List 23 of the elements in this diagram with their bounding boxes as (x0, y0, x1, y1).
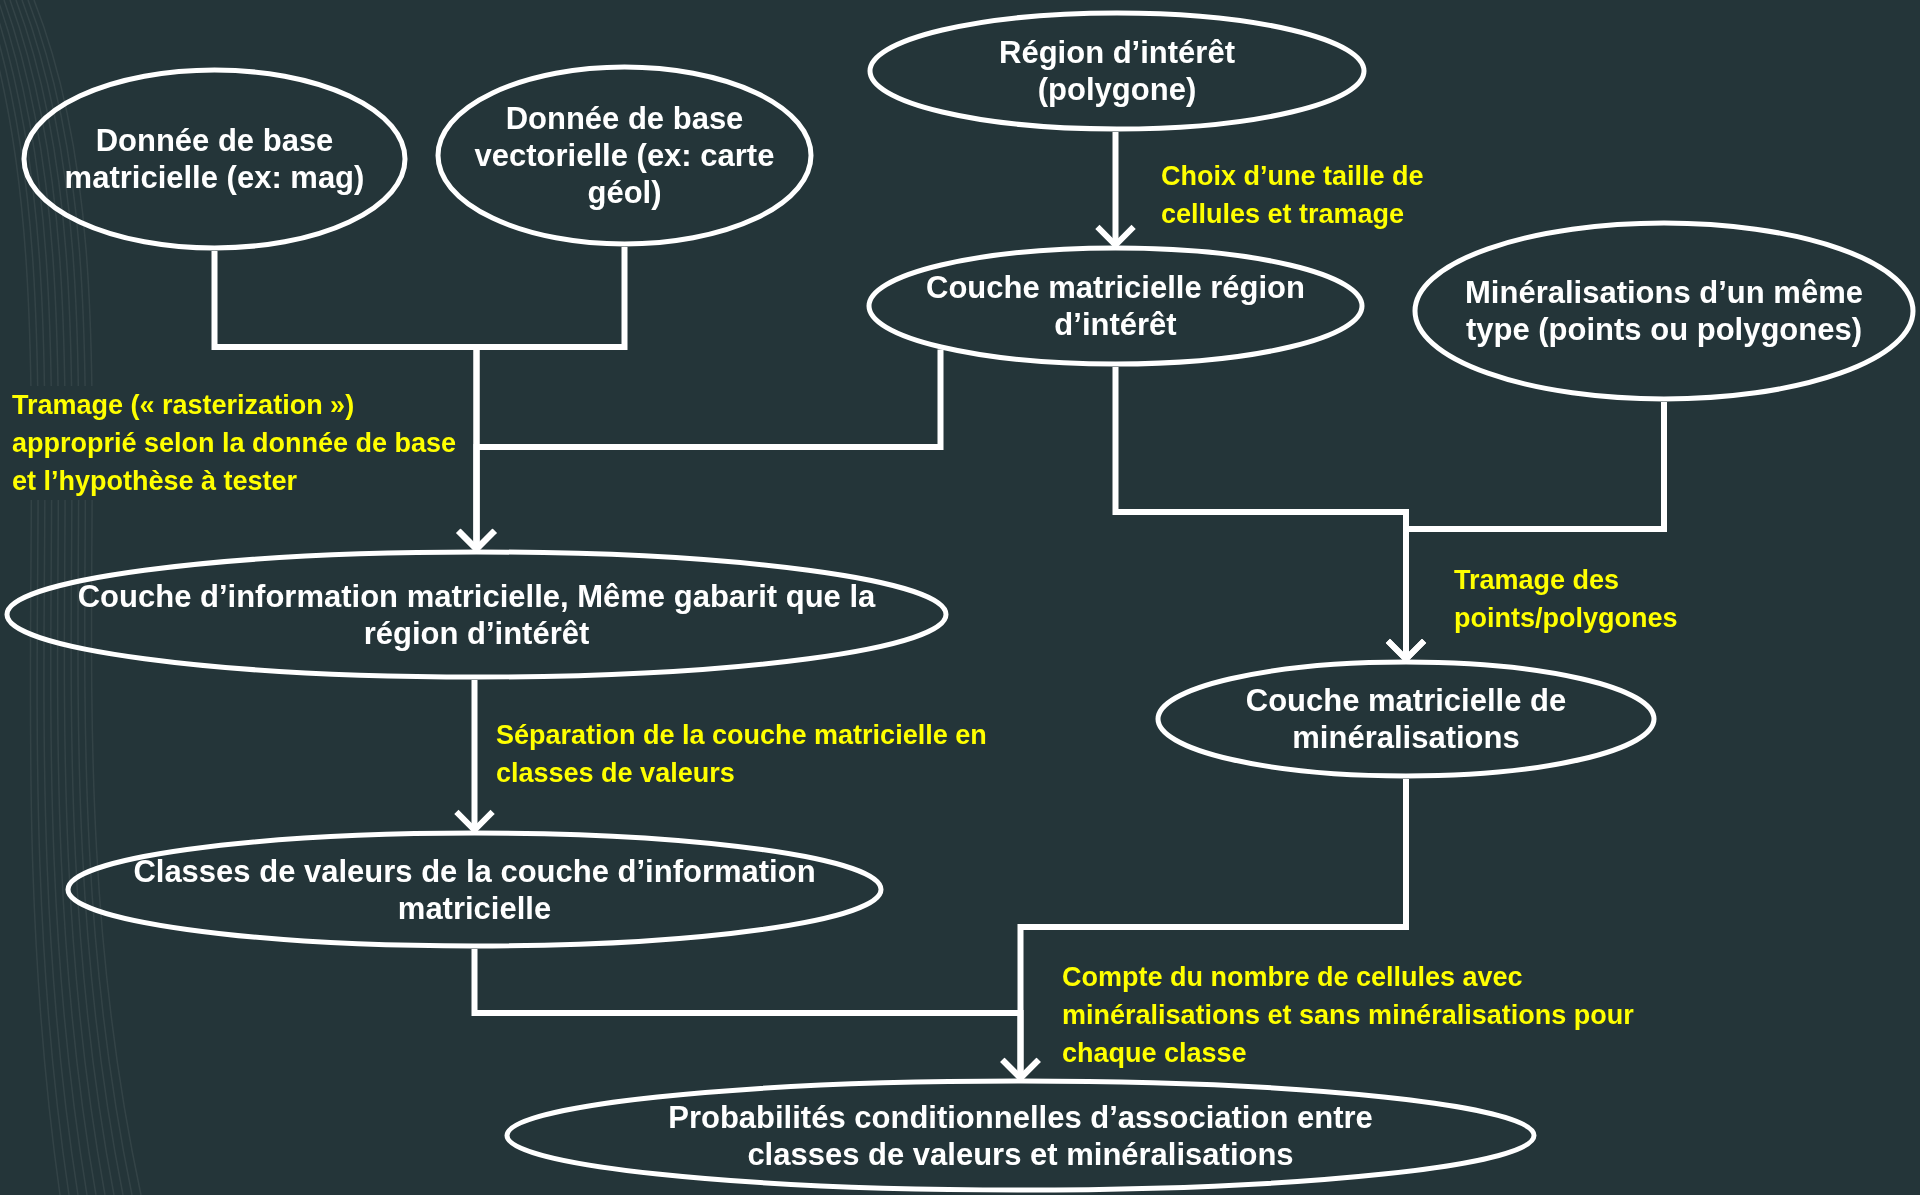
ellipse-node (4, 549, 949, 680)
node-text: Donnée de base matricielle (ex: mag) (63, 121, 366, 197)
ellipse-node (21, 67, 408, 251)
arrow (457, 349, 944, 552)
ellipse-node (1412, 220, 1916, 402)
arrow (1387, 402, 1667, 662)
ellipse-node (504, 1078, 1537, 1193)
arrow (471, 949, 1040, 1081)
ellipse-node (435, 64, 814, 247)
node-text: Probabilités conditionnelles d’association entre classes de valeurs et minéralisations (667, 1098, 1374, 1173)
node-text: Couche matricielle région d’intérêt (925, 268, 1306, 344)
arrow (455, 680, 494, 833)
node-text: Minéralisations d’un même type (points ou polygones) (1464, 273, 1864, 349)
node-text: Couche matricielle de minéralisations (1244, 681, 1568, 757)
ellipse-node (1155, 659, 1657, 779)
ellipse-node (866, 245, 1365, 367)
arrow (1096, 132, 1135, 248)
node-text: Couche d’information matricielle, Même gabarit que la région d’intérêt (76, 577, 877, 652)
ellipse-node (867, 10, 1367, 132)
node-text: Classes de valeurs de la couche d’information matricielle (132, 852, 817, 927)
node-text: Région d’intérêt (polygone) (998, 33, 1236, 109)
ellipse-node (65, 830, 884, 949)
node-text: Donnée de base vectorielle (ex: carte géol) (473, 99, 776, 212)
